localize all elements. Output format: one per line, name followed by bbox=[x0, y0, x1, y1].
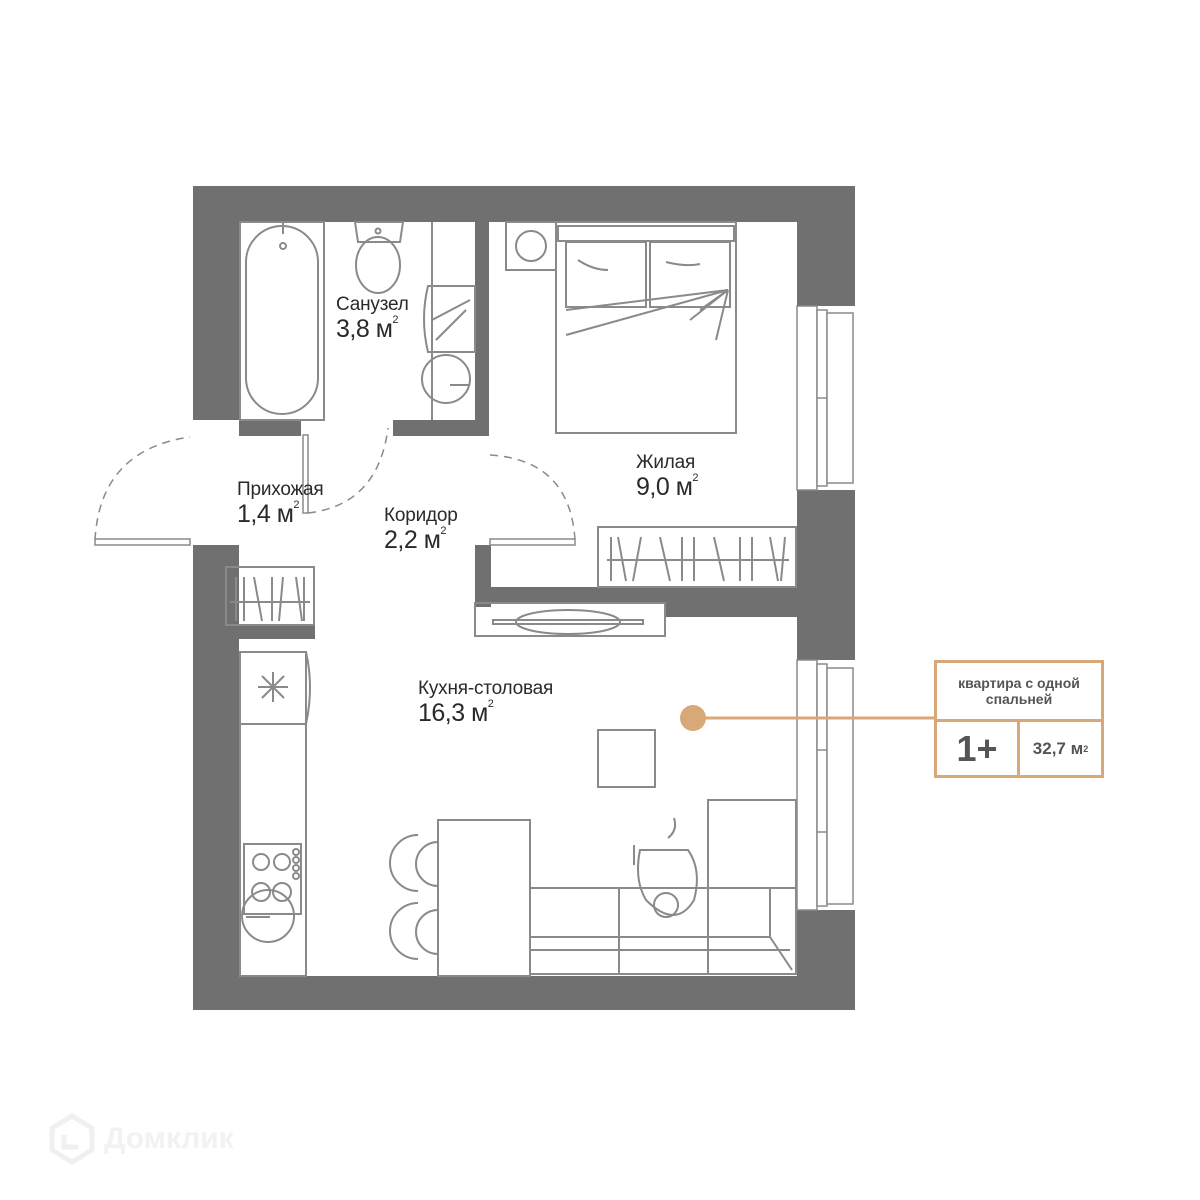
room-area: 2,2 м2 bbox=[384, 524, 447, 554]
bar-table-icon bbox=[437, 819, 531, 977]
room-area: 3,8 м2 bbox=[336, 313, 399, 343]
nightstand-icon bbox=[505, 221, 557, 271]
room-name: Кухня-столовая bbox=[418, 678, 554, 699]
windows bbox=[796, 305, 854, 911]
washing-machine-icon bbox=[423, 285, 476, 353]
coffee-table-icon bbox=[597, 729, 656, 788]
info-pointer bbox=[680, 705, 934, 731]
doors bbox=[94, 427, 576, 546]
watermark: Домклик bbox=[48, 1113, 234, 1165]
toilet-icon bbox=[353, 221, 405, 294]
room-name: Коридор bbox=[384, 505, 458, 526]
double-bed-icon bbox=[555, 221, 737, 434]
room-name: Жилая bbox=[636, 452, 696, 473]
room-name: Прихожая bbox=[237, 479, 324, 500]
bathtub-icon bbox=[239, 221, 325, 421]
room-label-hallway: Прихожая 1,4 м2 bbox=[237, 479, 324, 528]
room-label-kitchen: Кухня-столовая 16,3 м2 bbox=[418, 678, 554, 727]
apartment-type: квартира с одной спальней bbox=[937, 663, 1101, 722]
room-count: 1+ bbox=[937, 722, 1020, 775]
armchair-icon bbox=[707, 799, 797, 889]
watermark-text: Домклик bbox=[104, 1122, 234, 1155]
walls bbox=[193, 186, 855, 1010]
domclick-logo-icon bbox=[49, 1113, 95, 1165]
room-area: 16,3 м2 bbox=[418, 697, 494, 727]
fridge-icon bbox=[239, 651, 311, 725]
room-label-bathroom: Санузел 3,8 м2 bbox=[336, 294, 409, 343]
room-area: 1,4 м2 bbox=[237, 498, 300, 528]
sofa-icon bbox=[529, 887, 797, 975]
bar-stool-icon bbox=[389, 834, 439, 960]
room-area: 9,0 м2 bbox=[636, 471, 699, 501]
cooktop-icon bbox=[243, 843, 302, 915]
hallway-wardrobe-icon bbox=[225, 566, 315, 626]
bathroom-sink-icon bbox=[421, 354, 471, 404]
room-name: Санузел bbox=[336, 294, 409, 315]
person-icon bbox=[633, 817, 698, 918]
tv-icon bbox=[474, 602, 666, 637]
room-label-bedroom: Жилая 9,0 м2 bbox=[636, 452, 699, 501]
bedroom-wardrobe-icon bbox=[597, 526, 797, 588]
room-label-corridor: Коридор 2,2 м2 bbox=[384, 505, 458, 554]
kitchen-sink-icon bbox=[241, 889, 295, 943]
